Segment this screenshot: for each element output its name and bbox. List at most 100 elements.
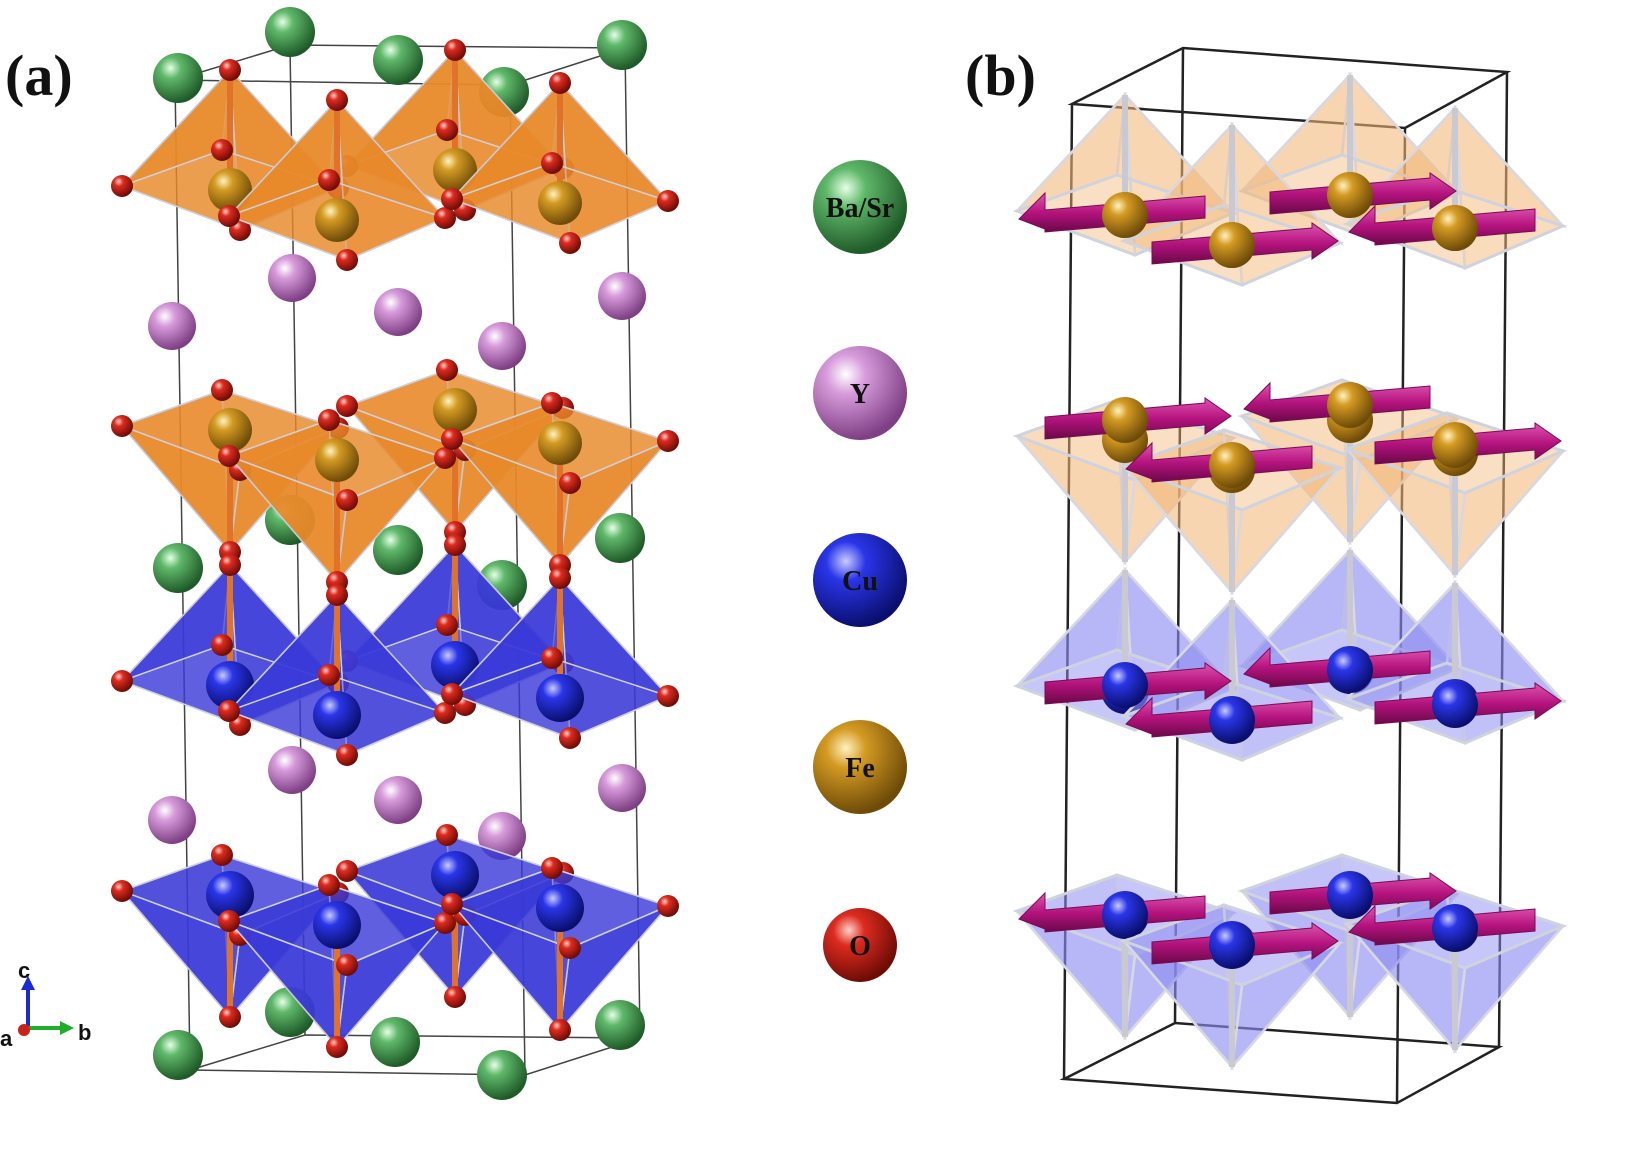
ba-sr-atom-icon bbox=[813, 160, 907, 254]
ba-sr-atom bbox=[477, 1050, 527, 1100]
ba-sr-atom bbox=[153, 543, 203, 593]
o-atom bbox=[336, 954, 358, 976]
cu-atom-icon bbox=[813, 533, 907, 627]
y-atom bbox=[478, 812, 526, 860]
o-atom bbox=[559, 937, 581, 959]
fe-atom bbox=[433, 148, 477, 192]
ba-sr-atom bbox=[265, 7, 315, 57]
panel-label-b: (b) bbox=[965, 43, 1036, 108]
cu-atom bbox=[1327, 647, 1373, 693]
o-atom bbox=[441, 428, 463, 450]
ba-sr-atom bbox=[595, 1000, 645, 1050]
o-atom bbox=[111, 880, 133, 902]
o-atom bbox=[441, 893, 463, 915]
y-atom bbox=[148, 796, 196, 844]
o-atom bbox=[444, 986, 466, 1008]
legend-item-ba-sr: Ba/Sr bbox=[813, 160, 907, 254]
unit-cell-edge bbox=[1497, 71, 1509, 1048]
y-atom bbox=[598, 764, 646, 812]
fe-atom bbox=[1327, 382, 1373, 428]
ba-sr-atom bbox=[153, 1030, 203, 1080]
o-atom bbox=[441, 188, 463, 210]
fe-atom bbox=[1327, 172, 1373, 218]
legend-item-fe: Fe bbox=[813, 720, 907, 814]
fe-atom bbox=[538, 421, 582, 465]
legend-label-o: O bbox=[849, 931, 871, 962]
o-atom bbox=[219, 1006, 241, 1028]
y-atom bbox=[268, 254, 316, 302]
axis-label-a: a bbox=[0, 1026, 13, 1051]
fe-atom bbox=[315, 198, 359, 242]
o-atom bbox=[434, 447, 456, 469]
fe-atom bbox=[1102, 397, 1148, 443]
cu-atom bbox=[206, 871, 254, 919]
cu-atom bbox=[1209, 922, 1255, 968]
ba-sr-atom bbox=[373, 525, 423, 575]
o-atom bbox=[218, 700, 240, 722]
fe-atom bbox=[208, 408, 252, 452]
o-atom bbox=[111, 175, 133, 197]
o-atom bbox=[111, 415, 133, 437]
cu-atom bbox=[313, 691, 361, 739]
cu-atom bbox=[536, 674, 584, 722]
o-atom bbox=[549, 72, 571, 94]
cu-atom bbox=[1432, 682, 1478, 728]
o-atom bbox=[541, 857, 563, 879]
o-atom bbox=[549, 567, 571, 589]
o-atom bbox=[318, 169, 340, 191]
y-atom bbox=[374, 288, 422, 336]
o-atom bbox=[444, 534, 466, 556]
o-atom bbox=[657, 430, 679, 452]
fe-atom bbox=[315, 438, 359, 482]
fe-atom bbox=[433, 388, 477, 432]
panel-a-crystal-structure bbox=[111, 7, 679, 1100]
cu-atom bbox=[1432, 905, 1478, 951]
o-atom bbox=[441, 683, 463, 705]
o-atom bbox=[434, 702, 456, 724]
element-legend: Ba/Sr Y Cu Fe O bbox=[813, 160, 907, 982]
o-atom bbox=[436, 614, 458, 636]
fe-atom bbox=[1209, 222, 1255, 268]
o-atom bbox=[559, 472, 581, 494]
legend-label-y: Y bbox=[850, 379, 870, 410]
fe-atom-icon bbox=[813, 720, 907, 814]
o-atom bbox=[436, 359, 458, 381]
o-atom bbox=[434, 207, 456, 229]
axis-label-b: b bbox=[78, 1020, 91, 1045]
o-atom bbox=[218, 445, 240, 467]
o-atom bbox=[218, 205, 240, 227]
axis-label-c: c bbox=[18, 958, 30, 983]
o-atom bbox=[541, 392, 563, 414]
o-atom bbox=[111, 670, 133, 692]
o-atom bbox=[219, 59, 241, 81]
o-atom bbox=[336, 489, 358, 511]
o-atom bbox=[549, 1019, 571, 1041]
o-atom bbox=[559, 727, 581, 749]
o-atom bbox=[657, 685, 679, 707]
o-atom-icon bbox=[823, 908, 897, 982]
o-atom bbox=[326, 584, 348, 606]
ba-sr-atom bbox=[595, 513, 645, 563]
fe-atom bbox=[538, 181, 582, 225]
o-atom bbox=[211, 379, 233, 401]
o-atom bbox=[559, 232, 581, 254]
legend-item-y: Y bbox=[813, 346, 907, 440]
panel-b-magnetic-structure bbox=[1012, 46, 1568, 1105]
o-atom bbox=[218, 910, 240, 932]
ba-sr-atom bbox=[370, 1017, 420, 1067]
unit-cell-bottom bbox=[1059, 1021, 1504, 1105]
o-atom bbox=[436, 119, 458, 141]
fe-atom bbox=[1432, 205, 1478, 251]
y-atom bbox=[148, 302, 196, 350]
o-atom bbox=[318, 874, 340, 896]
fe-atom bbox=[1209, 442, 1255, 488]
o-atom bbox=[211, 139, 233, 161]
o-atom bbox=[436, 824, 458, 846]
o-atom bbox=[336, 395, 358, 417]
cu-atom bbox=[1209, 697, 1255, 743]
o-atom bbox=[657, 190, 679, 212]
cu-atom bbox=[1327, 872, 1373, 918]
axis-triad-icon: c a b bbox=[0, 958, 91, 1051]
fe-atom bbox=[1432, 422, 1478, 468]
